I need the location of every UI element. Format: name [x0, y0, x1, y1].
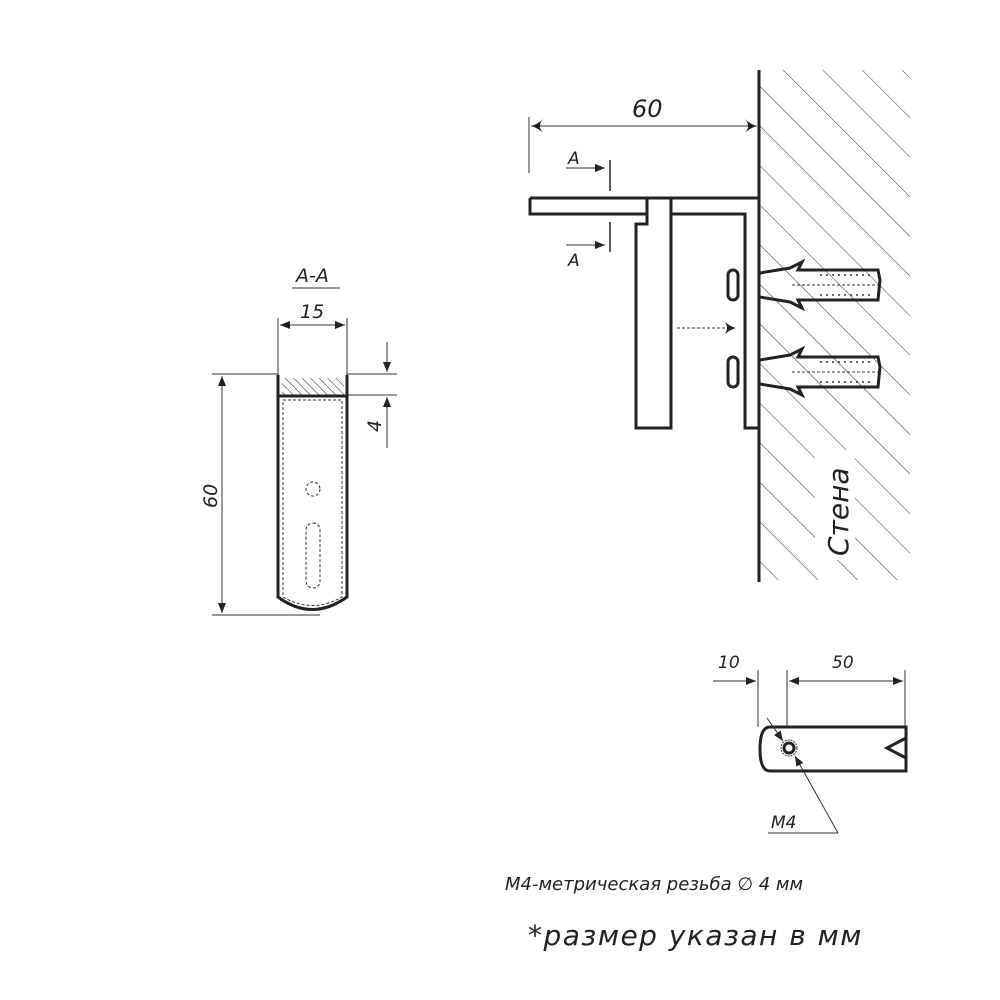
top-view-bracket [758, 717, 908, 834]
top-dim-length: 50 [832, 653, 854, 673]
dimension-60-main [528, 117, 757, 173]
screw-dowel-top [726, 258, 882, 312]
top-dim-offset: 10 [718, 653, 740, 673]
section-dimensions [212, 318, 397, 616]
section-profile [276, 375, 349, 611]
screw-dowel-bottom [726, 345, 882, 399]
shelf-bracket [528, 196, 761, 430]
wall-label: Стена [822, 467, 855, 556]
units-note: *размер указан в мм [528, 919, 863, 952]
section-dim-width: 15 [300, 301, 324, 323]
section-marker [566, 160, 611, 252]
thread-label: M4 [771, 813, 796, 833]
section-dim-thickness: 4 [364, 420, 386, 432]
section-dim-height: 60 [200, 484, 222, 508]
section-title: A-A [294, 265, 329, 287]
section-mark-top: A [567, 149, 580, 169]
main-dim-width: 60 [632, 95, 663, 123]
top-view-dimensions [713, 670, 906, 727]
section-mark-bottom: A [567, 251, 580, 271]
thread-note: М4-метрическая резьба ∅ 4 мм [505, 874, 803, 895]
